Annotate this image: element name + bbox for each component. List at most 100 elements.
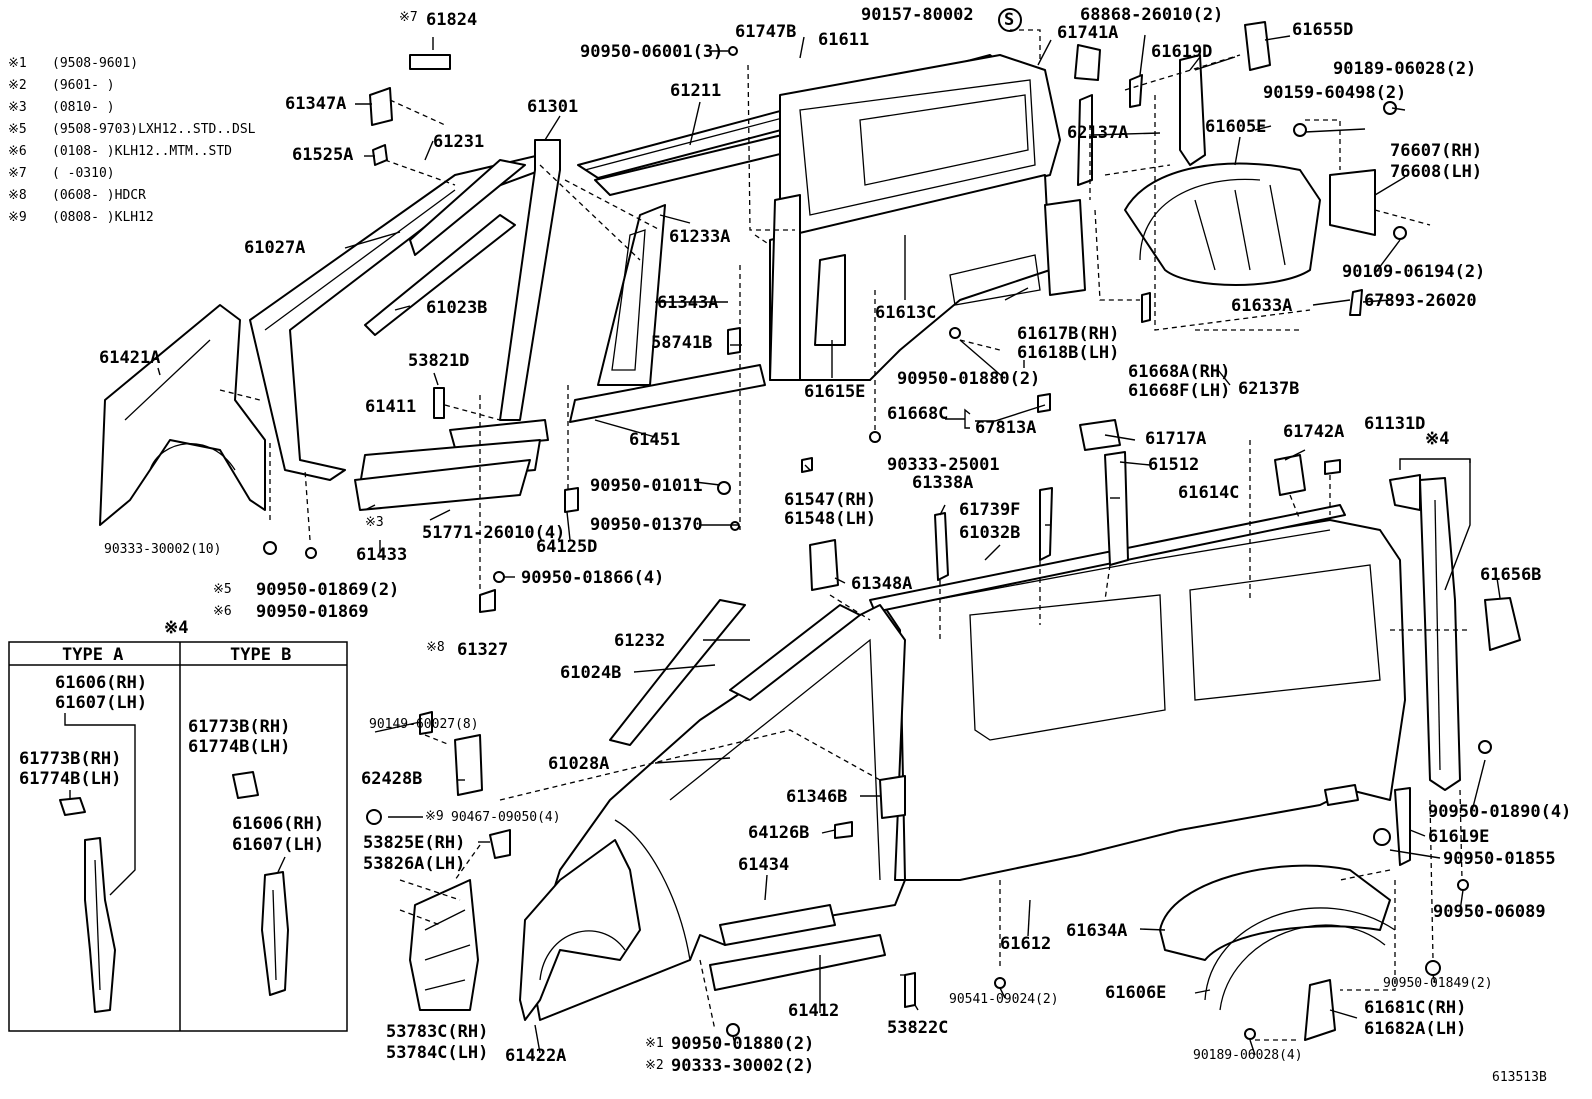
note-mark-label: ※2 [645,1058,664,1073]
note-text: (9508-9601) [52,56,138,71]
note-text: ( -0310) [52,166,115,181]
part-label: 61717A [1145,429,1206,449]
part-label: 61668A(RH) [1128,362,1230,382]
note-mark-label: ※9 [425,809,444,824]
note-mark: ※7 [8,166,27,181]
part-label: 61774B(LH) [19,769,121,789]
part-label: 61232 [614,631,665,651]
part-label: 90950-01869 [256,602,369,622]
part-label: 61656B [1480,565,1541,585]
svg-text:※7( -0310): ※7 ( -0310) [8,166,115,181]
part-label: 61741A [1057,23,1118,43]
part-label: 90467-09050(4) [451,810,561,825]
part-label: 90950-01855 [1443,849,1556,869]
part-label: 61605E [1205,117,1266,137]
part-label: 53826A(LH) [363,854,465,874]
part-label: 90189-06028(2) [1333,59,1476,79]
part-label: 90950-01869(2) [256,580,399,600]
part-label: 61024B [560,663,621,683]
svg-text:※6(0108- )KLH12..MTM..STD: ※6 (0108- )KLH12..MTM..STD [8,144,232,159]
part-label: 61512 [1148,455,1199,475]
note-mark-label: ※5 [213,582,232,597]
part-label: 61023B [426,298,487,318]
note-mark: ※3 [8,100,27,115]
part-labels: ※7 61824 61347A 61525A 61231 61301 61211… [99,5,1571,1085]
part-label: 61547(RH) [784,490,876,510]
fasteners [263,8,1492,1040]
part-label: 64126B [748,823,809,843]
part-label: 61301 [527,97,578,117]
part-label: 62428B [361,769,422,789]
part-label: 90333-30002(2) [671,1056,814,1076]
part-label: 61681C(RH) [1364,998,1466,1018]
part-label: 61773B(RH) [19,749,121,769]
part-label: 53784C(LH) [386,1043,488,1063]
part-label: 61742A [1283,422,1344,442]
part-label: 90541-09024(2) [949,992,1059,1007]
part-label: 61612 [1000,934,1051,954]
part-label: 76608(LH) [1390,162,1482,182]
note-mark-label: ※3 [365,515,384,530]
note-text: (0808- )KLH12 [52,210,154,225]
part-label: 61607(LH) [232,835,324,855]
dashed-lines [219,29,1470,1041]
part-label: 53822C [887,1018,948,1038]
part-label: 61433 [356,545,407,565]
note-text: (0108- )KLH12..MTM..STD [52,144,232,159]
part-label: 61411 [365,397,416,417]
part-label: 61617B(RH) [1017,324,1119,344]
part-label: 90159-60498(2) [1263,83,1406,103]
part-label: 61231 [433,132,484,152]
part-label: 90189-06028(4) [1193,1048,1303,1063]
note-mark: ※9 [8,210,27,225]
part-label: 61606(RH) [232,814,324,834]
part-label: 61668F(LH) [1128,381,1230,401]
part-label: 61338A [912,473,973,493]
svg-text:※8(0608- )HDCR: ※8(0608- )HDCR [8,188,146,203]
note-mark-label: ※4 [1425,429,1449,449]
part-label: 61027A [244,238,305,258]
part-label: 61682A(LH) [1364,1019,1466,1039]
part-label: 90333-30002(10) [104,542,221,557]
part-label: 90950-01880(2) [671,1034,814,1054]
part-label: 61347A [285,94,346,114]
svg-text:※1(9508-9601): ※1 (9508-9601) [8,56,138,71]
part-label: 90950-01890(4) [1428,802,1571,822]
part-label: 61451 [629,430,680,450]
part-label: 90950-01866(4) [521,568,664,588]
note-mark: ※1 [8,56,27,71]
part-label: 61606E [1105,983,1166,1003]
part-label: 61233A [669,227,730,247]
part-label: 61343A [657,293,718,313]
svg-text:※9(0808- )KLH12: ※9 (0808- )KLH12 [8,210,154,225]
part-label: 51771-26010(4) [422,523,565,543]
note-mark: ※2 [8,78,27,93]
part-label: 90950-01370 [590,515,703,535]
part-label: 61613C [875,303,936,323]
part-label: 61421A [99,348,160,368]
part-label: 67893-26020 [1364,291,1477,311]
note-mark: ※5 [8,122,27,137]
part-label: 61607(LH) [55,693,147,713]
note-mark: ※6 [8,144,27,159]
note-mark-label: ※7 [399,10,418,25]
part-label: 61525A [292,145,353,165]
note-mark-label: ※1 [645,1036,664,1051]
part-label: 90950-01011 [590,476,703,496]
part-label: 90950-01849(2) [1383,976,1493,991]
type-box-title: ※4 [164,618,188,638]
note-mark-label: ※8 [426,640,445,655]
part-label: 61327 [457,640,508,660]
part-label: 61773B(RH) [188,717,290,737]
note-mark-label: ※6 [213,604,232,619]
note-mark: ※8 [8,188,27,203]
part-label: 61618B(LH) [1017,343,1119,363]
part-label: 76607(RH) [1390,141,1482,161]
type-a-heading: TYPE A [62,645,123,665]
part-label: 61614C [1178,483,1239,503]
rear-body-panels-drawing [99,21,1376,526]
part-label: 61211 [670,81,721,101]
part-label: 62137B [1238,379,1299,399]
part-label: 90333-25001 [887,455,1000,475]
